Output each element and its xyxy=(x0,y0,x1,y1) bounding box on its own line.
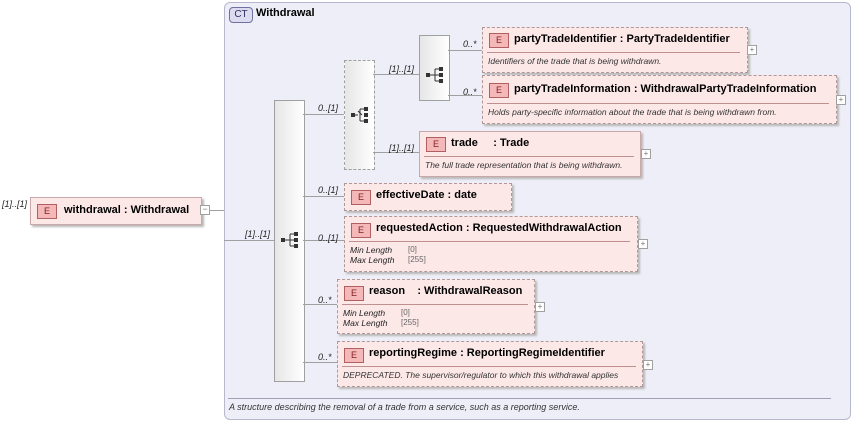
element-badge: E xyxy=(37,204,57,219)
collapse-icon[interactable]: − xyxy=(200,205,210,215)
connector-line xyxy=(303,114,344,115)
facet-value: [0] xyxy=(408,245,417,254)
element-badge: E xyxy=(489,83,509,98)
sequence-cardinality: [1]..[1] xyxy=(245,229,271,239)
effective-date-cardinality: 0..[1] xyxy=(318,185,339,195)
root-cardinality: [1]..[1] xyxy=(2,199,28,209)
connector-line xyxy=(448,95,482,96)
connector-line xyxy=(373,74,419,75)
connector-line xyxy=(303,304,337,305)
sequence-icon xyxy=(281,232,298,248)
expand-icon[interactable]: + xyxy=(638,239,648,249)
expand-icon[interactable]: + xyxy=(643,360,653,370)
complex-type-description: A structure describing the removal of a … xyxy=(229,402,580,412)
trade-cardinality: [1]..[1] xyxy=(389,143,415,153)
facet-label: Min Length xyxy=(343,308,386,318)
element-name: trade : Trade xyxy=(451,137,530,149)
expand-icon[interactable]: + xyxy=(535,302,545,312)
element-badge: E xyxy=(426,137,446,152)
element-badge: E xyxy=(344,348,364,363)
root-element-withdrawal[interactable]: E withdrawal : Withdrawal xyxy=(30,197,202,225)
inner-sequence-compositor[interactable] xyxy=(419,35,450,101)
element-party-trade-information[interactable]: E partyTradeInformation : WithdrawalPart… xyxy=(482,75,837,124)
complex-type-separator xyxy=(228,398,831,399)
element-badge: E xyxy=(351,190,371,205)
facet-label: Min Length xyxy=(350,245,393,255)
connector-line xyxy=(448,50,482,51)
element-separator xyxy=(349,241,630,242)
complex-type-title: Withdrawal xyxy=(256,7,315,19)
element-separator xyxy=(487,52,740,53)
element-name: partyTradeInformation : WithdrawalPartyT… xyxy=(514,83,817,95)
element-doc: DEPRECATED. The supervisor/regulator to … xyxy=(343,370,619,380)
element-name: requestedAction : RequestedWithdrawalAct… xyxy=(376,222,622,234)
expand-icon[interactable]: + xyxy=(641,149,651,159)
reporting-regime-cardinality: 0..* xyxy=(318,352,332,362)
sequence-icon xyxy=(426,67,443,83)
element-separator xyxy=(424,156,634,157)
root-element-name: withdrawal : Withdrawal xyxy=(64,204,190,216)
party-trade-information-cardinality: 0..* xyxy=(463,87,477,97)
connector-line xyxy=(210,210,224,211)
complex-type-badge: CT xyxy=(229,7,253,23)
party-trade-identifier-cardinality: 0..* xyxy=(463,39,477,49)
reason-cardinality: 0..* xyxy=(318,295,332,305)
facet-label: Max Length xyxy=(343,318,388,328)
expand-icon[interactable]: + xyxy=(747,45,757,55)
element-badge: E xyxy=(351,223,371,238)
expand-icon[interactable]: + xyxy=(836,95,846,105)
element-badge: E xyxy=(489,33,509,48)
element-separator xyxy=(342,366,636,367)
facet-label: Max Length xyxy=(350,255,395,265)
facet-value: [255] xyxy=(408,255,426,264)
element-doc: Holds party-specific information about t… xyxy=(488,107,777,117)
connector-line xyxy=(303,196,344,197)
element-separator xyxy=(487,103,829,104)
element-trade[interactable]: E trade : Trade The full trade represent… xyxy=(419,131,641,177)
element-badge: E xyxy=(344,286,364,301)
element-name: partyTradeIdentifier : PartyTradeIdentif… xyxy=(514,33,730,45)
element-reason[interactable]: E reason : WithdrawalReason Min Length [… xyxy=(337,279,535,334)
connector-line xyxy=(303,362,337,363)
element-name: effectiveDate : date xyxy=(376,189,477,201)
facet-value: [255] xyxy=(401,318,419,327)
connector-line xyxy=(224,240,274,241)
element-separator xyxy=(342,304,528,305)
element-doc: The full trade representation that is be… xyxy=(425,160,623,170)
choice-cardinality: 0..[1] xyxy=(318,103,339,113)
inner-sequence-cardinality: [1]..[1] xyxy=(389,64,415,74)
element-doc: Identifiers of the trade that is being w… xyxy=(488,56,662,66)
connector-line xyxy=(373,152,419,153)
element-party-trade-identifier[interactable]: E partyTradeIdentifier : PartyTradeIdent… xyxy=(482,27,748,73)
element-reporting-regime[interactable]: E reportingRegime : ReportingRegimeIdent… xyxy=(337,341,643,387)
connector-line xyxy=(303,240,344,241)
element-requested-action[interactable]: E requestedAction : RequestedWithdrawalA… xyxy=(344,216,638,272)
choice-icon xyxy=(351,107,368,123)
element-name: reportingRegime : ReportingRegimeIdentif… xyxy=(369,347,605,359)
element-effective-date[interactable]: E effectiveDate : date xyxy=(344,183,512,211)
element-name: reason : WithdrawalReason xyxy=(369,285,523,297)
requested-action-cardinality: 0..[1] xyxy=(318,233,339,243)
facet-value: [0] xyxy=(401,308,410,317)
